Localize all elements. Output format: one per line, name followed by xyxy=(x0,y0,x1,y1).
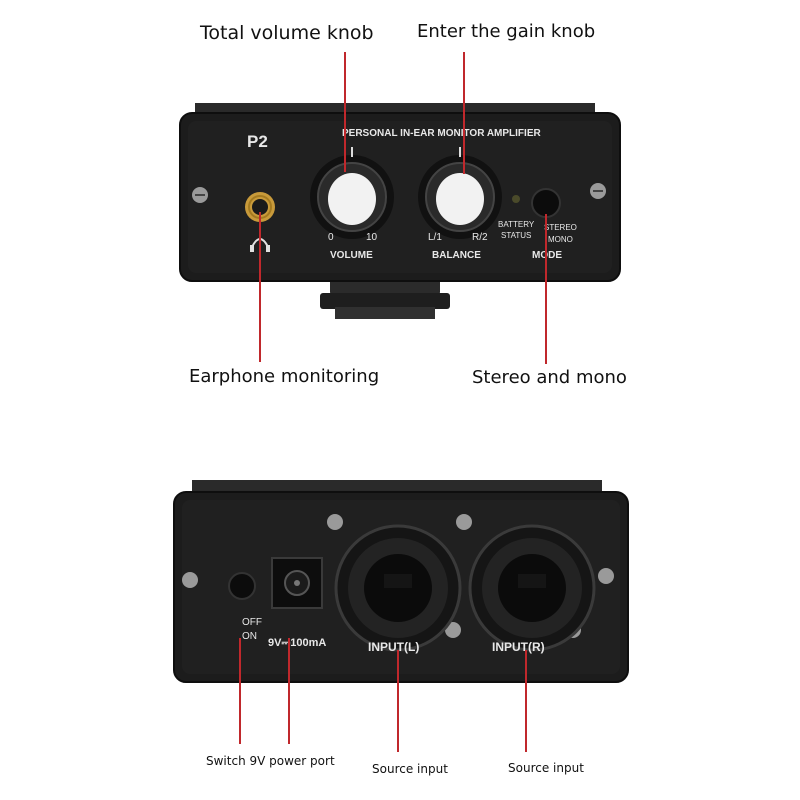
front-device-illustration xyxy=(179,103,621,319)
callout-source-input-left: Source input xyxy=(372,762,448,776)
callout-switch-power: Switch 9V power port xyxy=(206,754,335,768)
switch-off-label: OFF xyxy=(242,617,262,628)
volume-label: VOLUME xyxy=(330,250,373,261)
panel-title: PERSONAL IN-EAR MONITOR AMPLIFIER xyxy=(342,128,541,139)
leader-line-earphone xyxy=(259,212,261,362)
leader-line-switch xyxy=(239,638,241,744)
leader-line-gain xyxy=(463,52,465,174)
battery-label-line2: STATUS xyxy=(501,231,532,240)
back-device: OFF ON 9V⎓100mA INPUT(L) INPUT(R) xyxy=(150,470,650,700)
battery-label-line1: BATTERY xyxy=(498,220,535,229)
leader-line-input-left xyxy=(397,650,399,752)
power-rating-label: 9V⎓100mA xyxy=(268,637,327,649)
balance-left-label: L/1 xyxy=(428,232,442,243)
volume-min-label: 0 xyxy=(328,232,334,243)
mode-mono-label: MONO xyxy=(548,235,573,244)
front-device: P2 PERSONAL IN-EAR MONITOR AMPLIFIER 0 1… xyxy=(150,95,650,335)
mode-label: MODE xyxy=(532,250,562,261)
leader-line-mode xyxy=(545,214,547,364)
callout-earphone-monitoring: Earphone monitoring xyxy=(189,366,380,387)
leader-line-volume xyxy=(344,52,346,172)
back-device-illustration xyxy=(173,480,629,683)
mode-stereo-label: STEREO xyxy=(544,223,577,232)
leader-line-input-right xyxy=(525,650,527,752)
model-label: P2 xyxy=(247,132,268,151)
input-left-label: INPUT(L) xyxy=(368,640,420,654)
balance-right-label: R/2 xyxy=(472,232,488,243)
input-right-label: INPUT(R) xyxy=(492,640,545,654)
volume-max-label: 10 xyxy=(366,232,378,243)
balance-label: BALANCE xyxy=(432,250,481,261)
callout-total-volume-knob: Total volume knob xyxy=(200,22,374,44)
callout-source-input-right: Source input xyxy=(508,761,584,775)
callout-stereo-mono: Stereo and mono xyxy=(472,367,627,388)
leader-line-power xyxy=(288,638,290,744)
callout-gain-knob: Enter the gain knob xyxy=(417,21,596,42)
switch-on-label: ON xyxy=(242,631,257,642)
